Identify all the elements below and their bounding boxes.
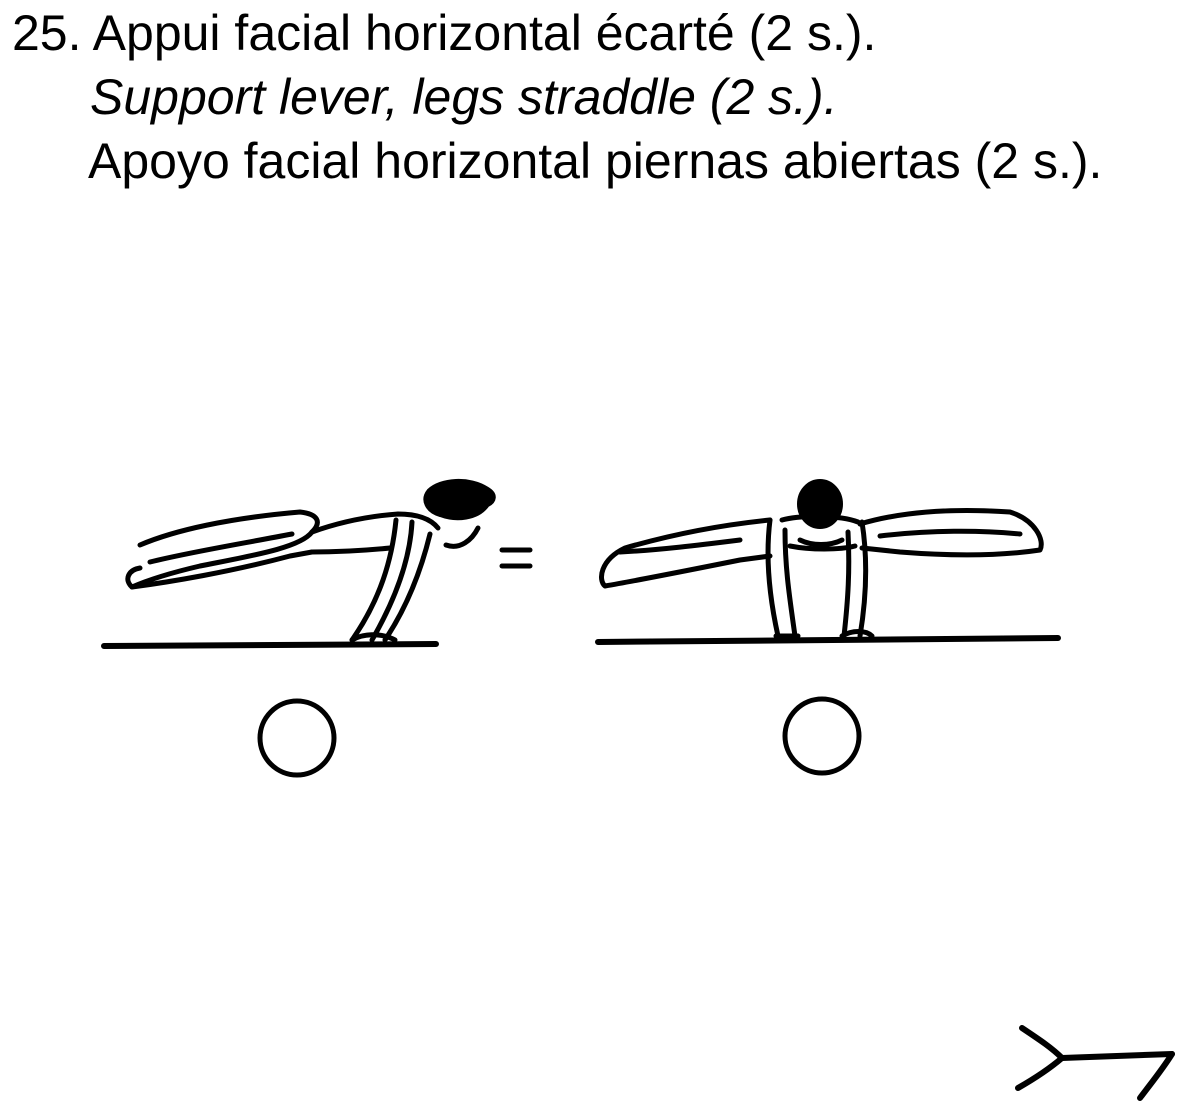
side-view-arms xyxy=(349,517,399,643)
title-spanish: Apoyo facial horizontal piernas abiertas… xyxy=(88,133,1103,189)
front-view-head xyxy=(797,479,843,529)
title-english: Support lever, legs straddle (2 s.). xyxy=(90,69,838,125)
front-view-figure xyxy=(595,508,1061,645)
front-view-arms xyxy=(765,517,781,639)
front-view-left-leg xyxy=(599,517,773,589)
tuck-lever-notation-icon xyxy=(1015,1025,1175,1101)
caption-french: 25. Appui facial horizontal écarté (2 s.… xyxy=(12,4,876,62)
circle-symbol-side-view xyxy=(257,698,337,778)
title-french: Appui facial horizontal écarté (2 s.). xyxy=(92,5,877,61)
side-view-head xyxy=(423,478,496,521)
side-view-legs xyxy=(125,509,320,590)
side-view-floor xyxy=(101,641,439,649)
side-view-torso xyxy=(309,511,441,535)
circle-symbol-front-view xyxy=(782,696,862,776)
exercise-number: 25. xyxy=(12,5,82,61)
equivalence-symbol xyxy=(499,547,533,569)
side-view-figure xyxy=(101,509,481,649)
side-view-face xyxy=(443,525,481,549)
front-view-floor xyxy=(595,635,1061,645)
front-view-right-leg xyxy=(857,508,1044,558)
